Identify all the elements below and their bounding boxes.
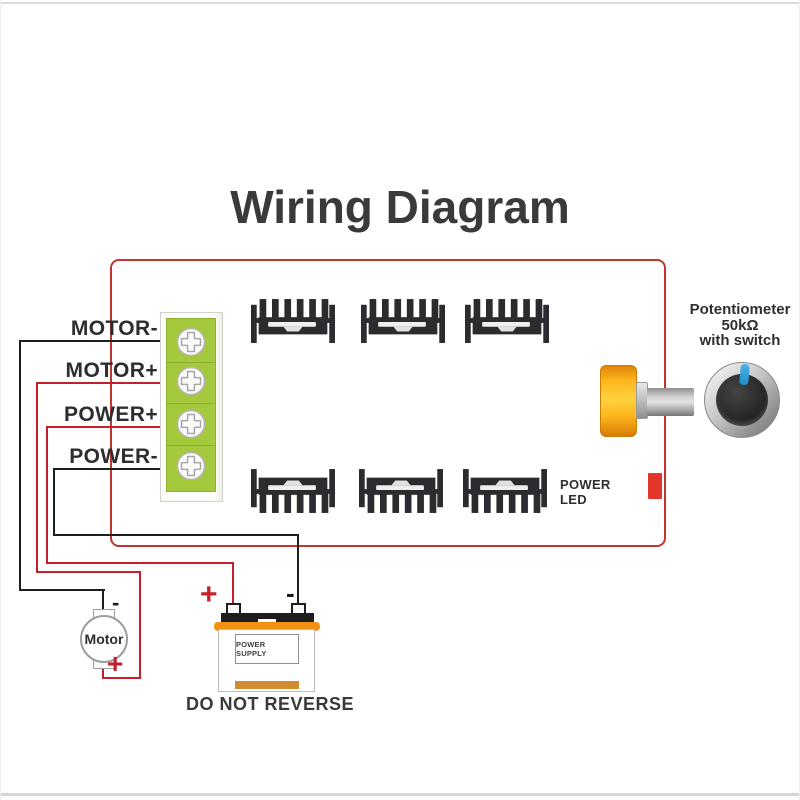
wire-motor-minus	[102, 589, 105, 612]
wire-power-minus	[53, 468, 56, 536]
terminal-label-power-plus: POWER+	[64, 403, 158, 426]
wire-motor-plus	[138, 571, 141, 679]
wire-motor-plus	[36, 571, 141, 574]
wire-power-minus	[53, 468, 162, 471]
potentiometer-note: with switch	[699, 332, 781, 349]
potentiometer-name: Potentiometer	[689, 301, 791, 318]
image-frame-top	[0, 2, 800, 4]
wire-motor-plus	[36, 382, 162, 385]
wire-power-plus	[46, 426, 162, 429]
wire-power-plus	[231, 562, 234, 604]
terminal-label-motor-plus: MOTOR+	[65, 359, 158, 382]
image-frame-bottom	[0, 793, 800, 796]
battery-orange-band	[214, 622, 320, 631]
terminal-cell	[167, 403, 215, 446]
wire-motor-plus	[102, 676, 140, 679]
potentiometer-shaft	[647, 388, 694, 416]
terminal-label-power-minus: POWER-	[69, 445, 158, 468]
motor-label: Motor	[84, 631, 124, 647]
power-led-label: POWER LED	[560, 477, 611, 507]
page-title: Wiring Diagram	[230, 181, 570, 233]
terminal-cell	[167, 319, 215, 363]
wire-power-minus	[296, 534, 299, 604]
terminal-label-motor-minus: MOTOR-	[70, 317, 158, 340]
screw-terminal-icon	[176, 409, 206, 439]
wire-motor-minus	[19, 340, 22, 591]
heatsink-icon	[359, 469, 443, 513]
battery-positive-sign: +	[200, 578, 218, 611]
battery-top-strip	[221, 613, 314, 624]
screw-terminal-icon	[176, 327, 206, 357]
heatsink-icon	[251, 469, 335, 513]
potentiometer-label: Potentiometer 50kΩ with switch	[665, 302, 800, 349]
potentiometer-value: 50kΩ	[721, 316, 759, 334]
potentiometer-body	[600, 365, 637, 437]
wire-motor-plus	[102, 664, 105, 679]
battery-label: POWER SUPPLY	[235, 634, 299, 664]
wire-power-minus	[53, 534, 299, 537]
power-led-indicator	[648, 473, 662, 499]
heatsink-icon	[463, 469, 547, 513]
motor: Motor	[80, 615, 128, 663]
screw-terminal-icon	[176, 366, 206, 396]
heatsink-icon	[361, 299, 445, 343]
wire-power-plus	[46, 426, 49, 564]
wire-motor-minus	[19, 340, 162, 343]
battery-top-strip-notch	[258, 619, 276, 624]
motor-positive-sign: +	[107, 648, 124, 679]
motor-negative-sign: -	[112, 590, 120, 615]
battery-negative-sign: -	[286, 578, 295, 608]
wire-power-plus	[46, 562, 234, 565]
knob-indicator	[739, 363, 750, 386]
screw-terminal-icon	[176, 451, 206, 481]
heatsink-icon	[465, 299, 549, 343]
image-frame-left	[0, 0, 1, 800]
terminal-cell	[167, 362, 215, 404]
battery-bottom-bar	[235, 681, 299, 689]
heatsink-icon	[251, 299, 335, 343]
do-not-reverse-warning: DO NOT REVERSE	[185, 694, 355, 714]
wire-motor-plus	[36, 382, 39, 573]
wire-motor-minus	[19, 589, 105, 592]
